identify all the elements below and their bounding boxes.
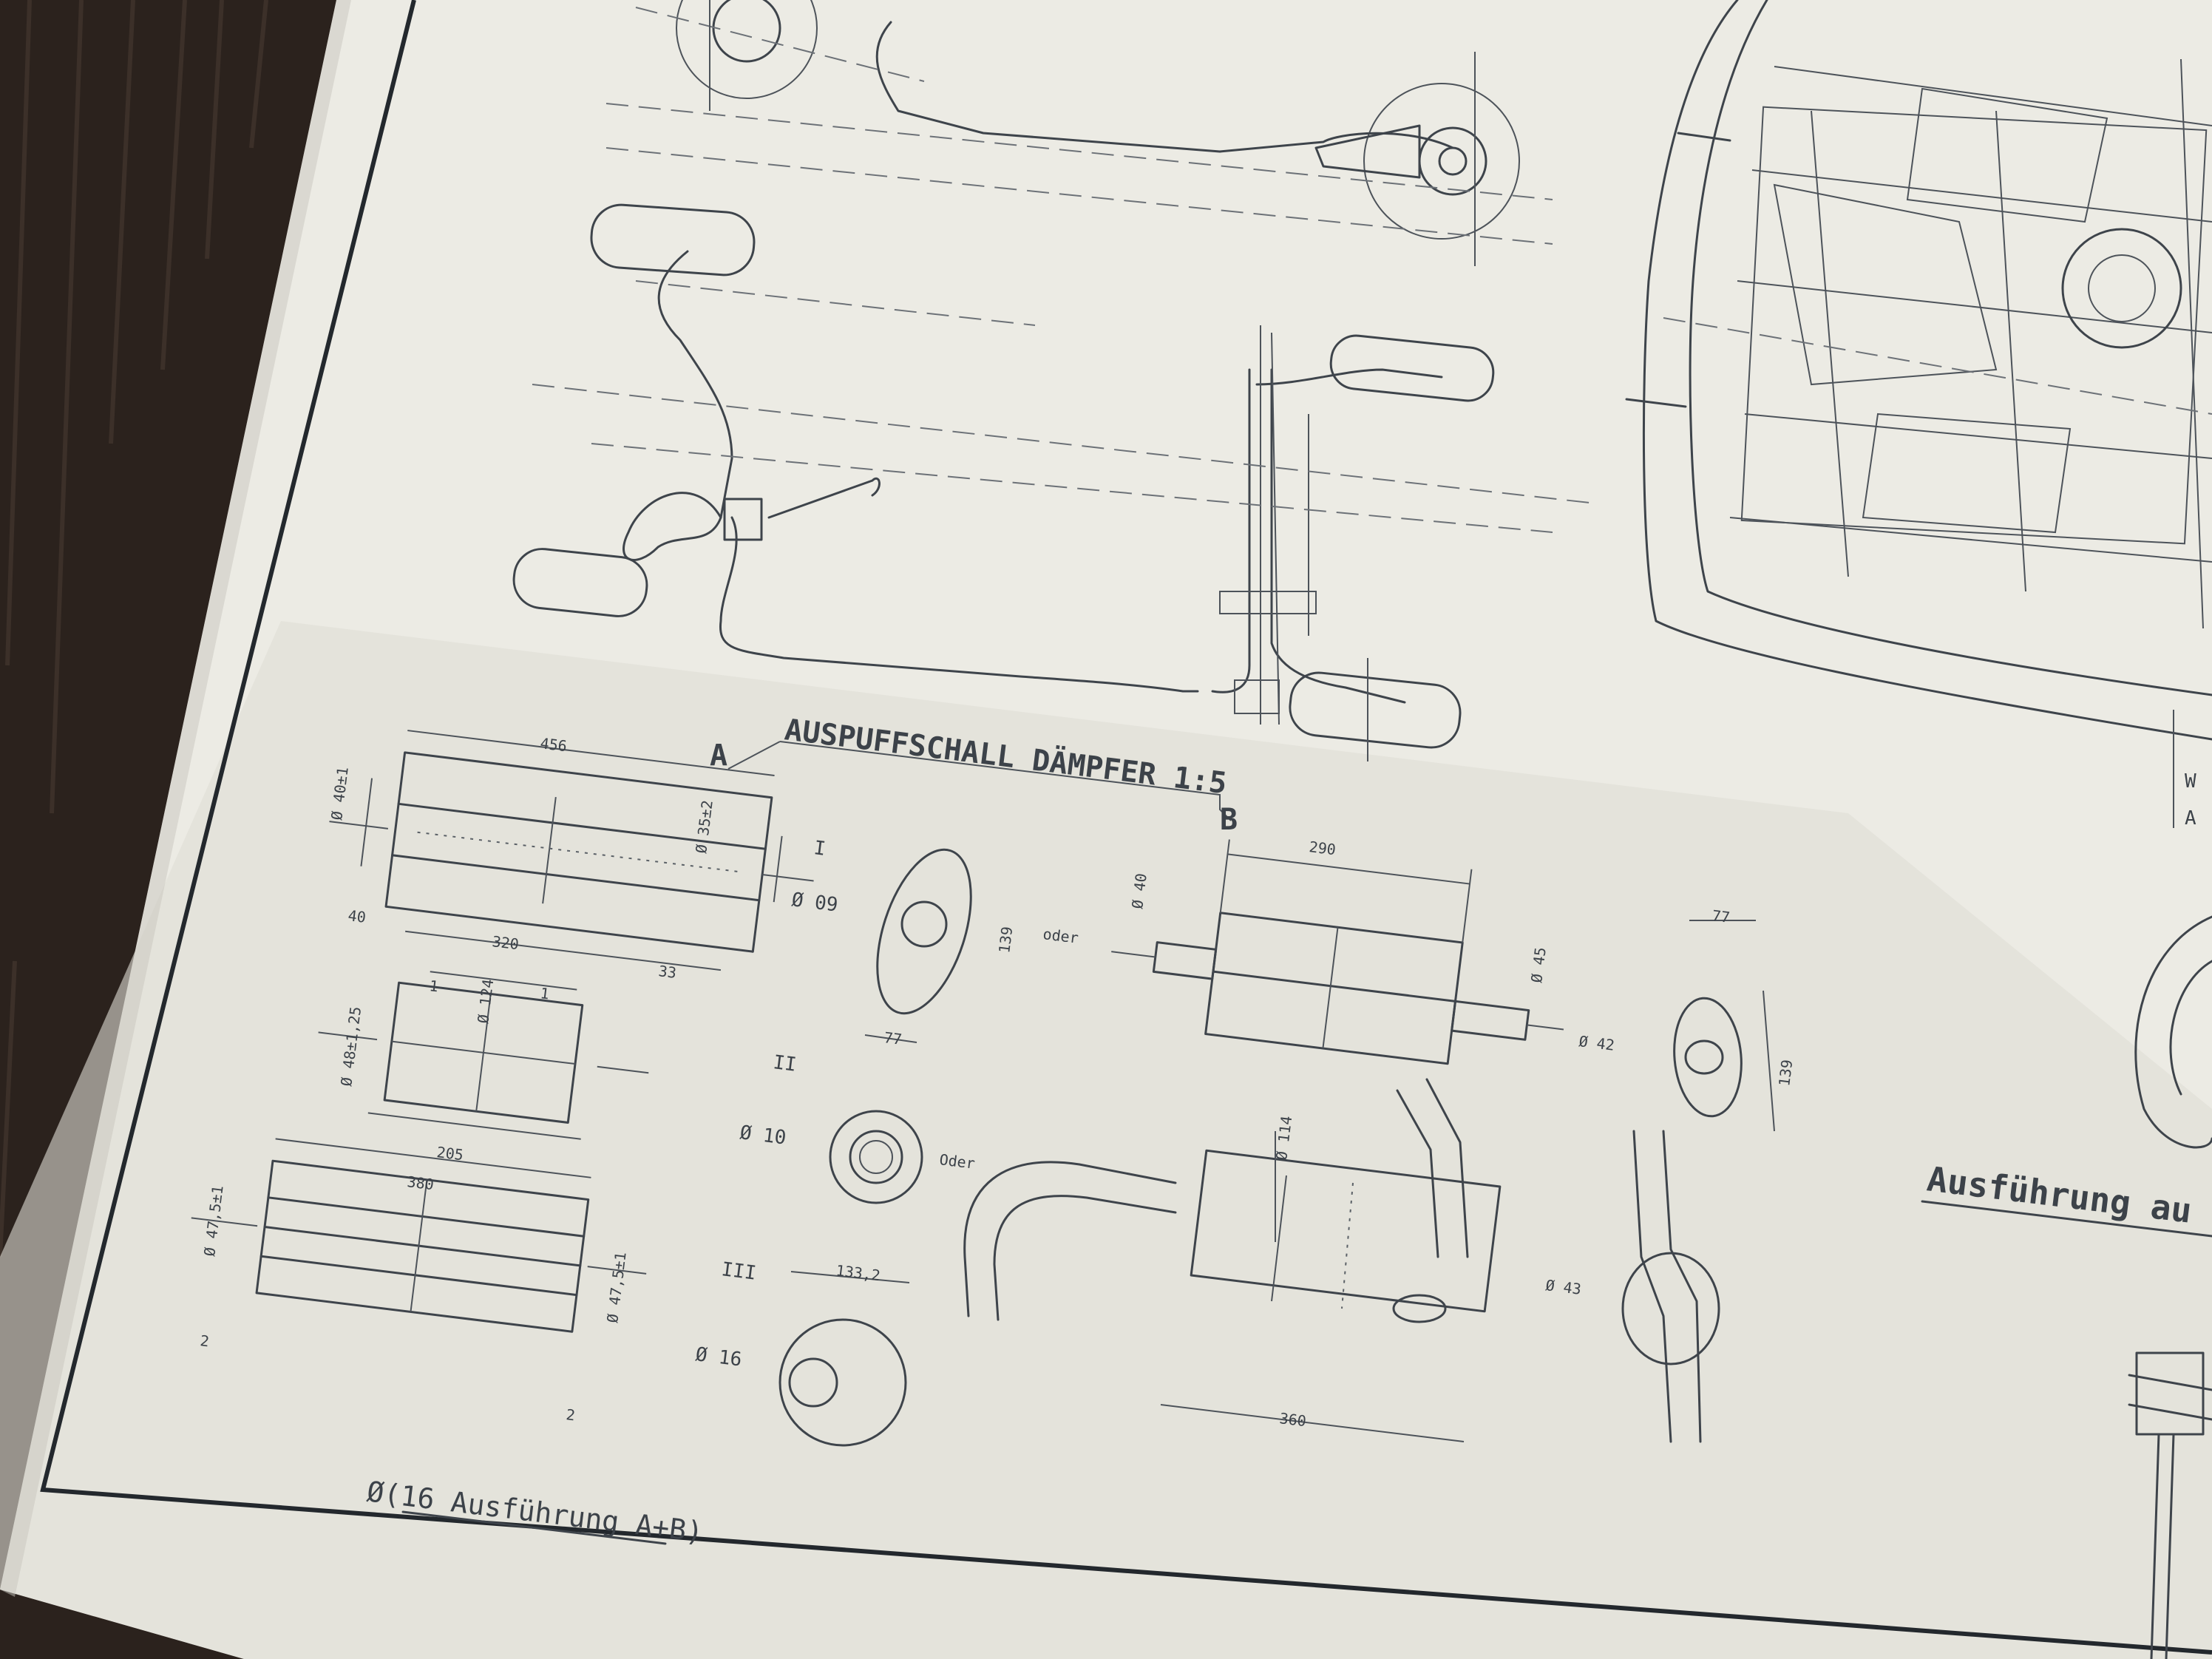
view-label-a: A [710,739,727,773]
variant-2-outlet: Oder [829,1110,976,1204]
svg-text:360: 360 [1278,1409,1307,1430]
svg-text:2: 2 [565,1405,576,1424]
svg-text:Oder: Oder [938,1150,976,1173]
variant-markers: I II III Ø 09 Ø 10 Ø 16 [694,837,839,1371]
svg-text:II: II [772,1051,798,1076]
svg-text:139: 139 [995,926,1016,954]
svg-text:1: 1 [428,977,439,995]
drawing-border [40,0,2212,1655]
paper-edge-shadow [0,0,351,1597]
svg-text:205: 205 [435,1143,464,1164]
paper-shade [0,621,2212,1659]
svg-text:320: 320 [491,932,520,953]
svg-text:oder: oder [1042,925,1079,947]
exhaust-routing-middle [512,203,1590,761]
svg-text:290: 290 [1308,838,1337,858]
svg-text:139: 139 [1775,1059,1796,1088]
variant-1-outlet: 77 139 oder [864,848,1079,1048]
svg-text:Ø 43: Ø 43 [1544,1276,1582,1298]
svg-text:1: 1 [539,984,550,1002]
svg-text:40: 40 [347,906,367,926]
muffler-b-view [1111,839,1564,1065]
svg-text:380: 380 [406,1173,435,1193]
svg-text:77: 77 [1711,906,1731,926]
svg-text:33: 33 [657,962,677,982]
muffler-section-left [191,730,814,1333]
far-right-partial: W A [2128,770,2212,1659]
svg-text:Ø 45: Ø 45 [1527,946,1550,984]
muffler-bent-pipe: Ø 114 360 [963,1078,1502,1442]
svg-text:I: I [812,837,827,861]
right-outlets: 77 139 Ø 43 [1544,906,1796,1443]
view-label-b: B [1220,803,1238,837]
svg-text:Ø 40: Ø 40 [1128,872,1150,910]
dims-b: 290 Ø 40 Ø 45 Ø 42 [1128,838,1615,1054]
exhaust-routing-top [605,0,1553,266]
corner-text-a: A [2185,807,2196,830]
svg-text:77: 77 [883,1028,903,1048]
svg-text:Ø 42: Ø 42 [1578,1032,1615,1054]
corner-text-w: W [2185,770,2196,793]
svg-text:456: 456 [539,734,568,755]
vehicle-frame-drawing [1625,0,2212,828]
svg-text:III: III [720,1258,757,1285]
svg-text:2: 2 [199,1331,210,1350]
